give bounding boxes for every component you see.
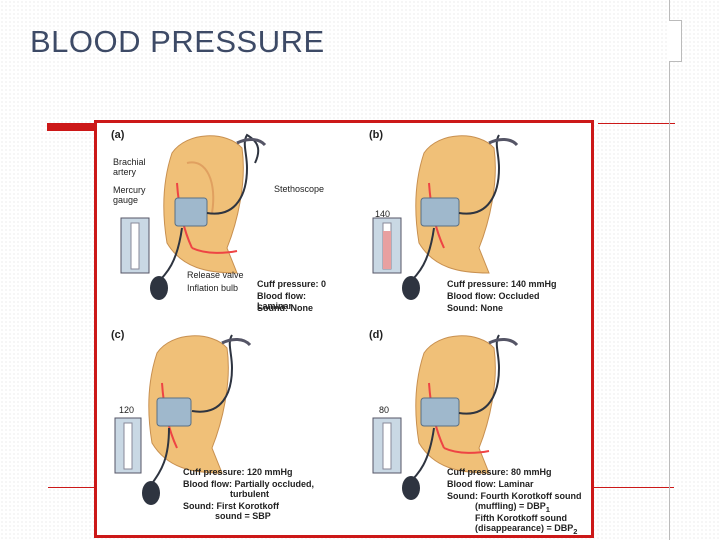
panel-d-gauge-value: 80 — [379, 405, 390, 415]
vertical-rule-tab — [669, 20, 682, 62]
panel-b-flow: Blood flow: Occluded — [447, 291, 540, 301]
panel-d: (d) 80 Cuff pressure: 80 mmHg Blood flow… — [349, 323, 594, 536]
panel-c-sound-2: sound = SBP — [215, 511, 271, 521]
vertical-rule — [669, 0, 670, 540]
panel-c-illustration — [114, 334, 252, 505]
panel-c: (c) 120 Cuff pressure: 120 mmHg Blood fl… — [97, 323, 342, 523]
inflation-bulb-label: Inflation bulb — [187, 283, 239, 293]
panel-d-sound-3: Fifth Korotkoff sound — [475, 513, 567, 523]
panel-b: (b) 140 Cuff pressure: 140 mmHg Blood fl… — [349, 123, 594, 323]
panel-b-sound: Sound: None — [447, 303, 503, 313]
panel-b-cuff: Cuff pressure: 140 mmHg — [447, 279, 557, 289]
panel-d-id: (d) — [369, 329, 384, 341]
panel-b-id: (b) — [369, 129, 384, 141]
panel-d-flow: Blood flow: Laminar — [447, 479, 534, 489]
panel-d-sound-4-sub: 2 — [573, 526, 578, 536]
panel-d-sound: Sound: Fourth Korotkoff sound — [447, 491, 582, 501]
panel-b-gauge-value: 140 — [375, 209, 391, 219]
panel-c-flow: Blood flow: Partially occluded, — [183, 479, 315, 489]
accent-line — [598, 123, 675, 124]
panel-d-illustration — [372, 334, 519, 500]
panel-d-sound-2-sub: 1 — [545, 504, 550, 514]
panel-c-sound: Sound: First Korotkoff — [183, 501, 279, 511]
panel-a-flow: Blood flow: Laminar — [257, 291, 306, 312]
panel-d-sound-4: (disappearance) = DBP2 — [475, 523, 577, 536]
mercury-gauge-label: Mercury gauge — [113, 185, 146, 206]
panel-d-sound-2-text: (muffling) = DBP — [475, 501, 546, 511]
blood-pressure-figure: (a) Brachial artery Mercury gauge Stetho… — [94, 120, 594, 538]
stethoscope-label: Stethoscope — [274, 184, 325, 194]
panel-a: (a) Brachial artery Mercury gauge Stetho… — [97, 123, 342, 323]
slide-title: BLOOD PRESSURE — [30, 24, 325, 59]
panel-c-flow-2: turbulent — [230, 489, 269, 499]
panel-d-sound-4-text: (disappearance) = DBP — [475, 523, 574, 533]
panel-d-cuff: Cuff pressure: 80 mmHg — [447, 467, 552, 477]
accent-bar — [47, 123, 95, 131]
panel-a-cuff: Cuff pressure: 0 — [257, 279, 327, 289]
panel-a-id: (a) — [111, 129, 125, 141]
panel-c-id: (c) — [111, 329, 125, 341]
panel-b-illustration — [372, 134, 519, 300]
brachial-artery-label: Brachial artery — [113, 157, 146, 178]
release-valve-label: Release valve — [187, 270, 244, 280]
panel-a-sound: Sound: None — [257, 303, 313, 313]
panel-c-cuff: Cuff pressure: 120 mmHg — [183, 467, 293, 477]
panel-a-illustration — [120, 133, 267, 300]
panel-d-sound-2: (muffling) = DBP1 — [475, 501, 550, 514]
panel-c-gauge-value: 120 — [119, 405, 135, 415]
